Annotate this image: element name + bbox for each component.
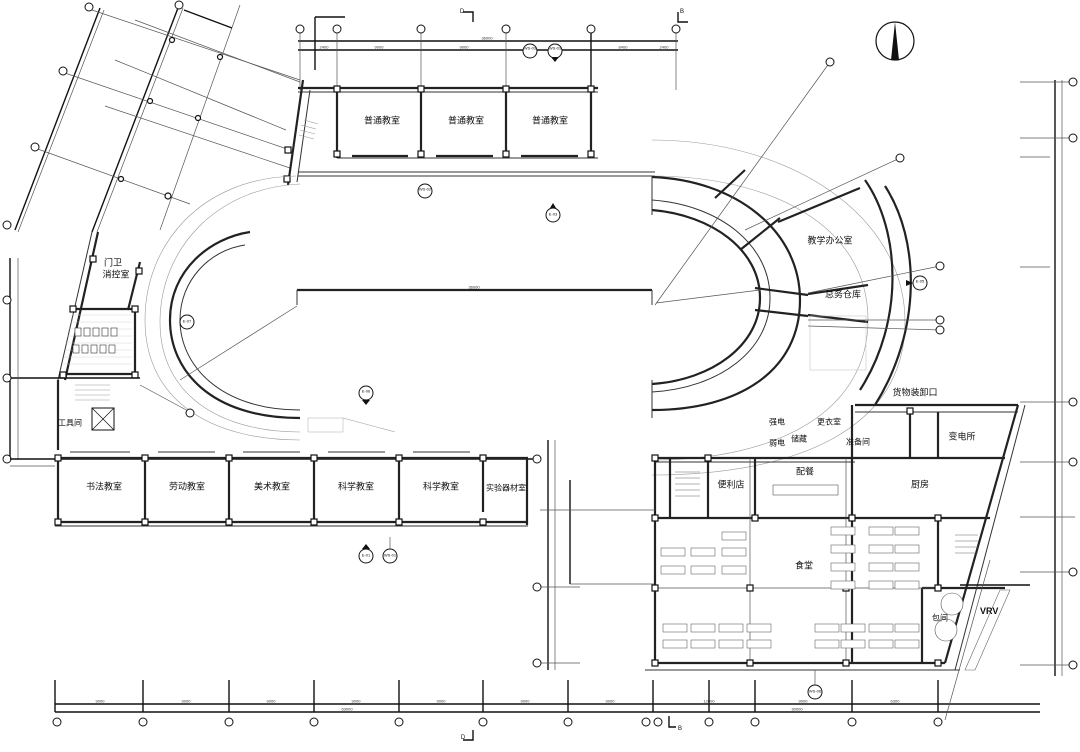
room-label-general-storage: 总务仓库	[824, 290, 862, 301]
section-marker-bottom-right: B	[677, 726, 683, 732]
detail-tag-ws03b: WS-03	[548, 45, 562, 51]
dim-top-seg-2: 9000	[374, 44, 384, 50]
room-label-labor: 劳动教室	[168, 482, 206, 493]
dim-bottom-right-seg-1: 9000	[605, 698, 615, 704]
dim-bottom-seg-3: 9000	[266, 698, 276, 704]
room-label-canteen: 食堂	[794, 561, 814, 572]
bottom-dimension-line	[52, 559, 1040, 741]
right-dimension-line	[1020, 77, 1078, 676]
dim-top-seg-4: 8400	[618, 44, 628, 50]
dim-top-overall: 36000	[481, 35, 493, 41]
left-diagonal-wing	[2, 0, 301, 233]
room-label-convenience-store: 便利店	[717, 480, 745, 491]
room-label-serving: 配餐	[795, 467, 815, 478]
detail-tag-ws03a: WS-03	[523, 45, 537, 51]
room-label-strong-current: 强电	[769, 417, 785, 427]
dim-bottom-right-seg-4: 6300	[890, 698, 900, 704]
room-label-teaching-office: 教学办公室	[807, 236, 853, 247]
top-dimension-line	[295, 11, 688, 90]
section-marker-top-right: B	[679, 9, 685, 15]
dim-bottom-seg-2: 9000	[181, 698, 191, 704]
detail-tag-ws02: WS-02	[418, 186, 432, 192]
dim-bottom-seg-6: 9000	[520, 698, 530, 704]
top-classroom-block	[283, 79, 655, 199]
room-label-art: 美术教室	[253, 482, 291, 493]
detail-tag-e07: E-07	[182, 318, 192, 324]
section-marker-top-left: D	[459, 9, 465, 15]
left-service-block	[2, 231, 195, 464]
detail-tag-e03: E-03	[548, 211, 558, 217]
room-label-lab-equipment: 实验器材室	[486, 483, 526, 493]
detail-tag-ws06: WS-06	[808, 688, 822, 694]
dim-top-seg-5: 2400	[659, 44, 669, 50]
room-label-guard: 门卫	[103, 258, 123, 269]
room-label-storage: 储藏	[791, 434, 807, 444]
canteen-dining-tables	[660, 526, 920, 649]
room-label-classroom-1: 普通教室	[363, 116, 401, 127]
room-label-prep-room: 准备间	[846, 437, 870, 447]
room-label-classroom-3: 普通教室	[531, 116, 569, 127]
dim-bottom-right-overall: 30000	[791, 706, 803, 712]
room-label-substation: 变电所	[948, 432, 976, 443]
dim-bottom-seg-5: 9000	[436, 698, 446, 704]
room-label-calligraphy: 书法教室	[85, 482, 123, 493]
room-label-tool-room: 工具间	[58, 418, 82, 428]
detail-tag-e06: E-06	[361, 388, 371, 394]
dim-bottom-left-overall: 63000	[341, 706, 353, 712]
room-label-science-1: 科学教室	[337, 482, 375, 493]
room-label-kitchen: 厨房	[910, 480, 930, 491]
middle-dimension-line	[532, 440, 655, 670]
north-arrow-icon	[875, 21, 915, 61]
detail-tag-e05: E-05	[915, 278, 925, 284]
room-label-fire-control: 消控室	[102, 270, 130, 281]
room-label-science-2: 科学教室	[422, 482, 460, 493]
detail-tag-ws01: WS-01	[383, 552, 397, 558]
dim-bottom-right-seg-2: 12000	[703, 698, 715, 704]
detail-tag-e01: E-01	[361, 552, 371, 558]
room-label-loading-dock: 货物装卸口	[892, 388, 938, 399]
dim-top-seg-1: 2400	[319, 44, 329, 50]
room-label-weak-current: 弱电	[769, 438, 785, 448]
dim-bottom-right-seg-3: 9000	[798, 698, 808, 704]
dim-bottom-seg-1: 9000	[95, 698, 105, 704]
room-label-changing-room: 更衣室	[817, 417, 841, 427]
room-label-classroom-2: 普通教室	[447, 116, 485, 127]
dim-top-seg-3: 9000	[459, 44, 469, 50]
room-label-vrv: VRV	[980, 606, 999, 616]
section-marker-bottom-left: D	[460, 735, 466, 741]
dim-court-span: 36000	[468, 284, 480, 290]
dim-bottom-seg-4: 9000	[351, 698, 361, 704]
bottom-classroom-block	[10, 451, 535, 564]
room-label-private-room: 包间	[932, 613, 948, 623]
central-oval-courtyard	[144, 57, 945, 476]
